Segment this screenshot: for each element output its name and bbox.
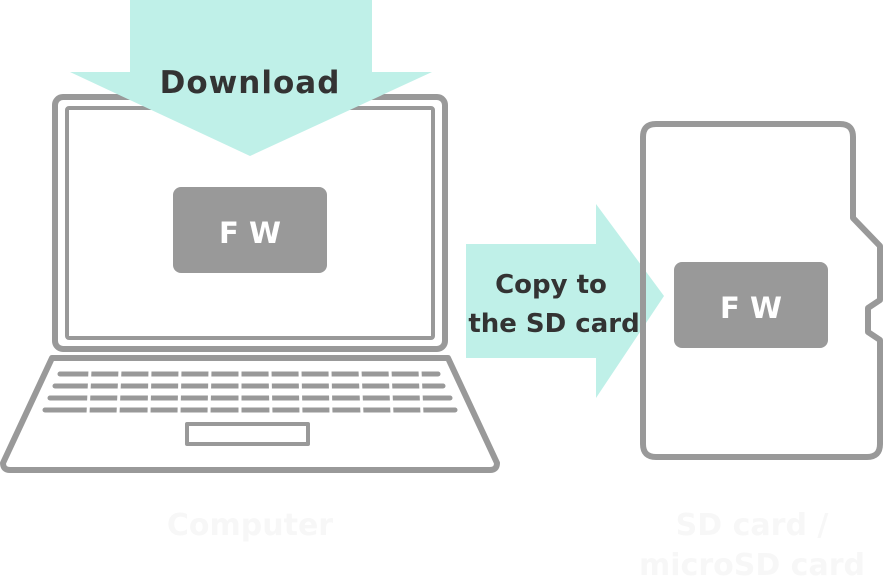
sd-file-box (674, 262, 828, 348)
download-arrow-icon (70, 0, 432, 156)
sd-file-label: F W (720, 291, 782, 325)
copy-label-line1: Copy to (495, 270, 607, 300)
laptop-file-label: F W (219, 216, 281, 250)
sd-caption-line1: SD card / (676, 508, 829, 543)
download-label: Download (160, 65, 341, 101)
laptop-file-box (173, 187, 327, 273)
keyboard-key-gaps (86, 369, 424, 415)
computer-caption: Computer (167, 508, 333, 543)
keyboard (42, 371, 458, 413)
copy-arrow-icon (466, 204, 664, 398)
sd-card-icon (640, 121, 883, 460)
sd-caption-line2: microSD card (639, 548, 865, 580)
copy-label-line2: the SD card (468, 309, 639, 339)
